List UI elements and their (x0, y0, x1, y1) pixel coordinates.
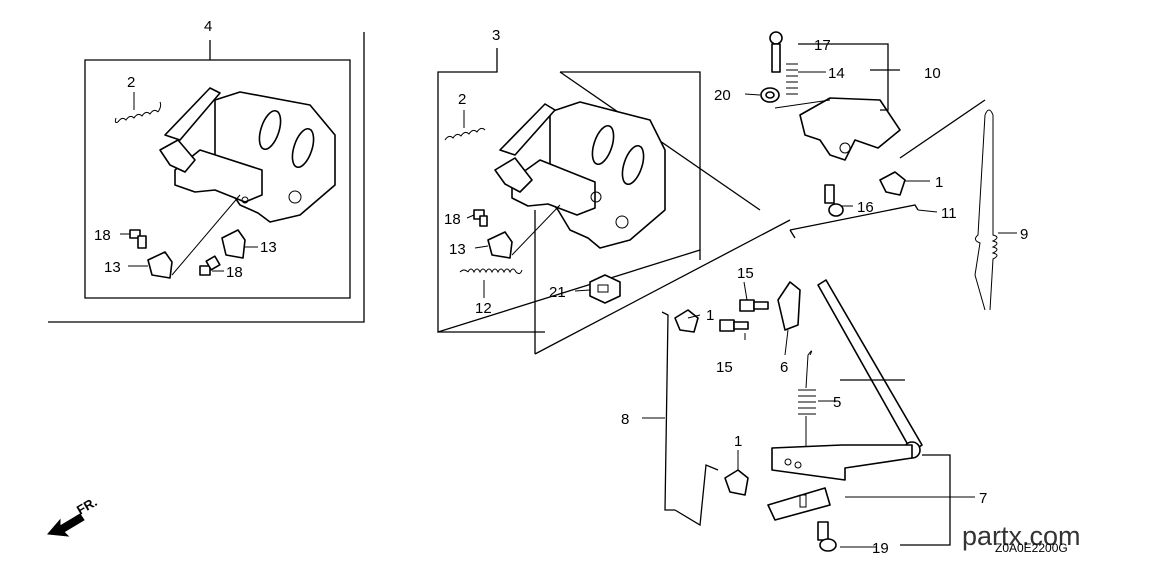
callout-1b: 1 (706, 307, 714, 324)
callout-14: 14 (828, 65, 845, 82)
callout-2b: 2 (458, 91, 466, 108)
rod-8 (661, 311, 675, 511)
callout-13b: 13 (260, 239, 277, 256)
callout-16: 16 (857, 199, 874, 216)
front-direction-arrow: FR. (46, 494, 100, 537)
callout-15b: 15 (716, 359, 733, 376)
bolt-16 (824, 184, 844, 217)
callout-13a: 13 (104, 259, 121, 276)
callout-labels: 4 2 18 13 13 18 3 2 18 13 12 21 17 14 10… (94, 18, 1028, 557)
bolt-19 (817, 521, 837, 552)
callout-7: 7 (979, 490, 987, 507)
clip-13c (487, 231, 513, 259)
callout-1a: 1 (935, 174, 943, 191)
callout-17: 17 (814, 37, 831, 54)
direction-label: FR. (74, 494, 100, 517)
callout-18b: 18 (226, 264, 243, 281)
spring-2a (114, 101, 162, 123)
callout-5: 5 (833, 394, 841, 411)
callout-6: 6 (780, 359, 788, 376)
assembly-4-frame (48, 32, 365, 323)
watermark-text: partx.com (962, 521, 1081, 551)
callout-10: 10 (924, 65, 941, 82)
callout-8: 8 (621, 411, 629, 428)
callout-3: 3 (492, 27, 500, 44)
arrow-icon (46, 513, 85, 537)
lever-rod (817, 279, 923, 459)
bolt-17 (769, 31, 783, 73)
callout-12: 12 (475, 300, 492, 317)
arm-10 (799, 97, 901, 161)
callout-15a: 15 (737, 265, 754, 282)
callout-18c: 18 (444, 211, 461, 228)
callout-20: 20 (714, 87, 731, 104)
plate-7b (767, 487, 831, 521)
control-plate-3 (494, 101, 666, 249)
spring-14 (786, 63, 798, 95)
spring-5 (798, 350, 816, 452)
spring-2b (444, 127, 486, 141)
block-21 (589, 274, 621, 304)
clip-1c (724, 469, 749, 496)
callout-9: 9 (1020, 226, 1028, 243)
callout-18a: 18 (94, 227, 111, 244)
bolt-18c (473, 209, 488, 227)
assembly-3-frame (437, 48, 791, 355)
spring-9 (974, 109, 998, 311)
callout-1c: 1 (734, 433, 742, 450)
cap-20 (760, 87, 780, 103)
spring-12 (459, 268, 523, 275)
clip-13b (221, 229, 246, 259)
bolt-15a (739, 299, 769, 312)
leader-lines (120, 43, 1017, 548)
bolt-15b (719, 319, 749, 332)
callout-13c: 13 (449, 241, 466, 258)
bolt-18b (199, 255, 221, 276)
bolt-18a (129, 229, 147, 249)
control-plate-4 (159, 87, 336, 223)
callout-21: 21 (549, 284, 566, 301)
rod-11 (789, 204, 919, 239)
callout-11: 11 (941, 205, 957, 222)
diagram-code: Z0A0E2200G (995, 541, 1068, 555)
clip-1b (674, 309, 699, 333)
clip-13a (147, 251, 173, 279)
bracket-6 (777, 281, 801, 331)
clip-1a (879, 171, 906, 196)
callout-4: 4 (204, 18, 212, 35)
callout-2a: 2 (127, 74, 135, 91)
plate-7 (771, 444, 913, 481)
callout-19: 19 (872, 540, 889, 557)
